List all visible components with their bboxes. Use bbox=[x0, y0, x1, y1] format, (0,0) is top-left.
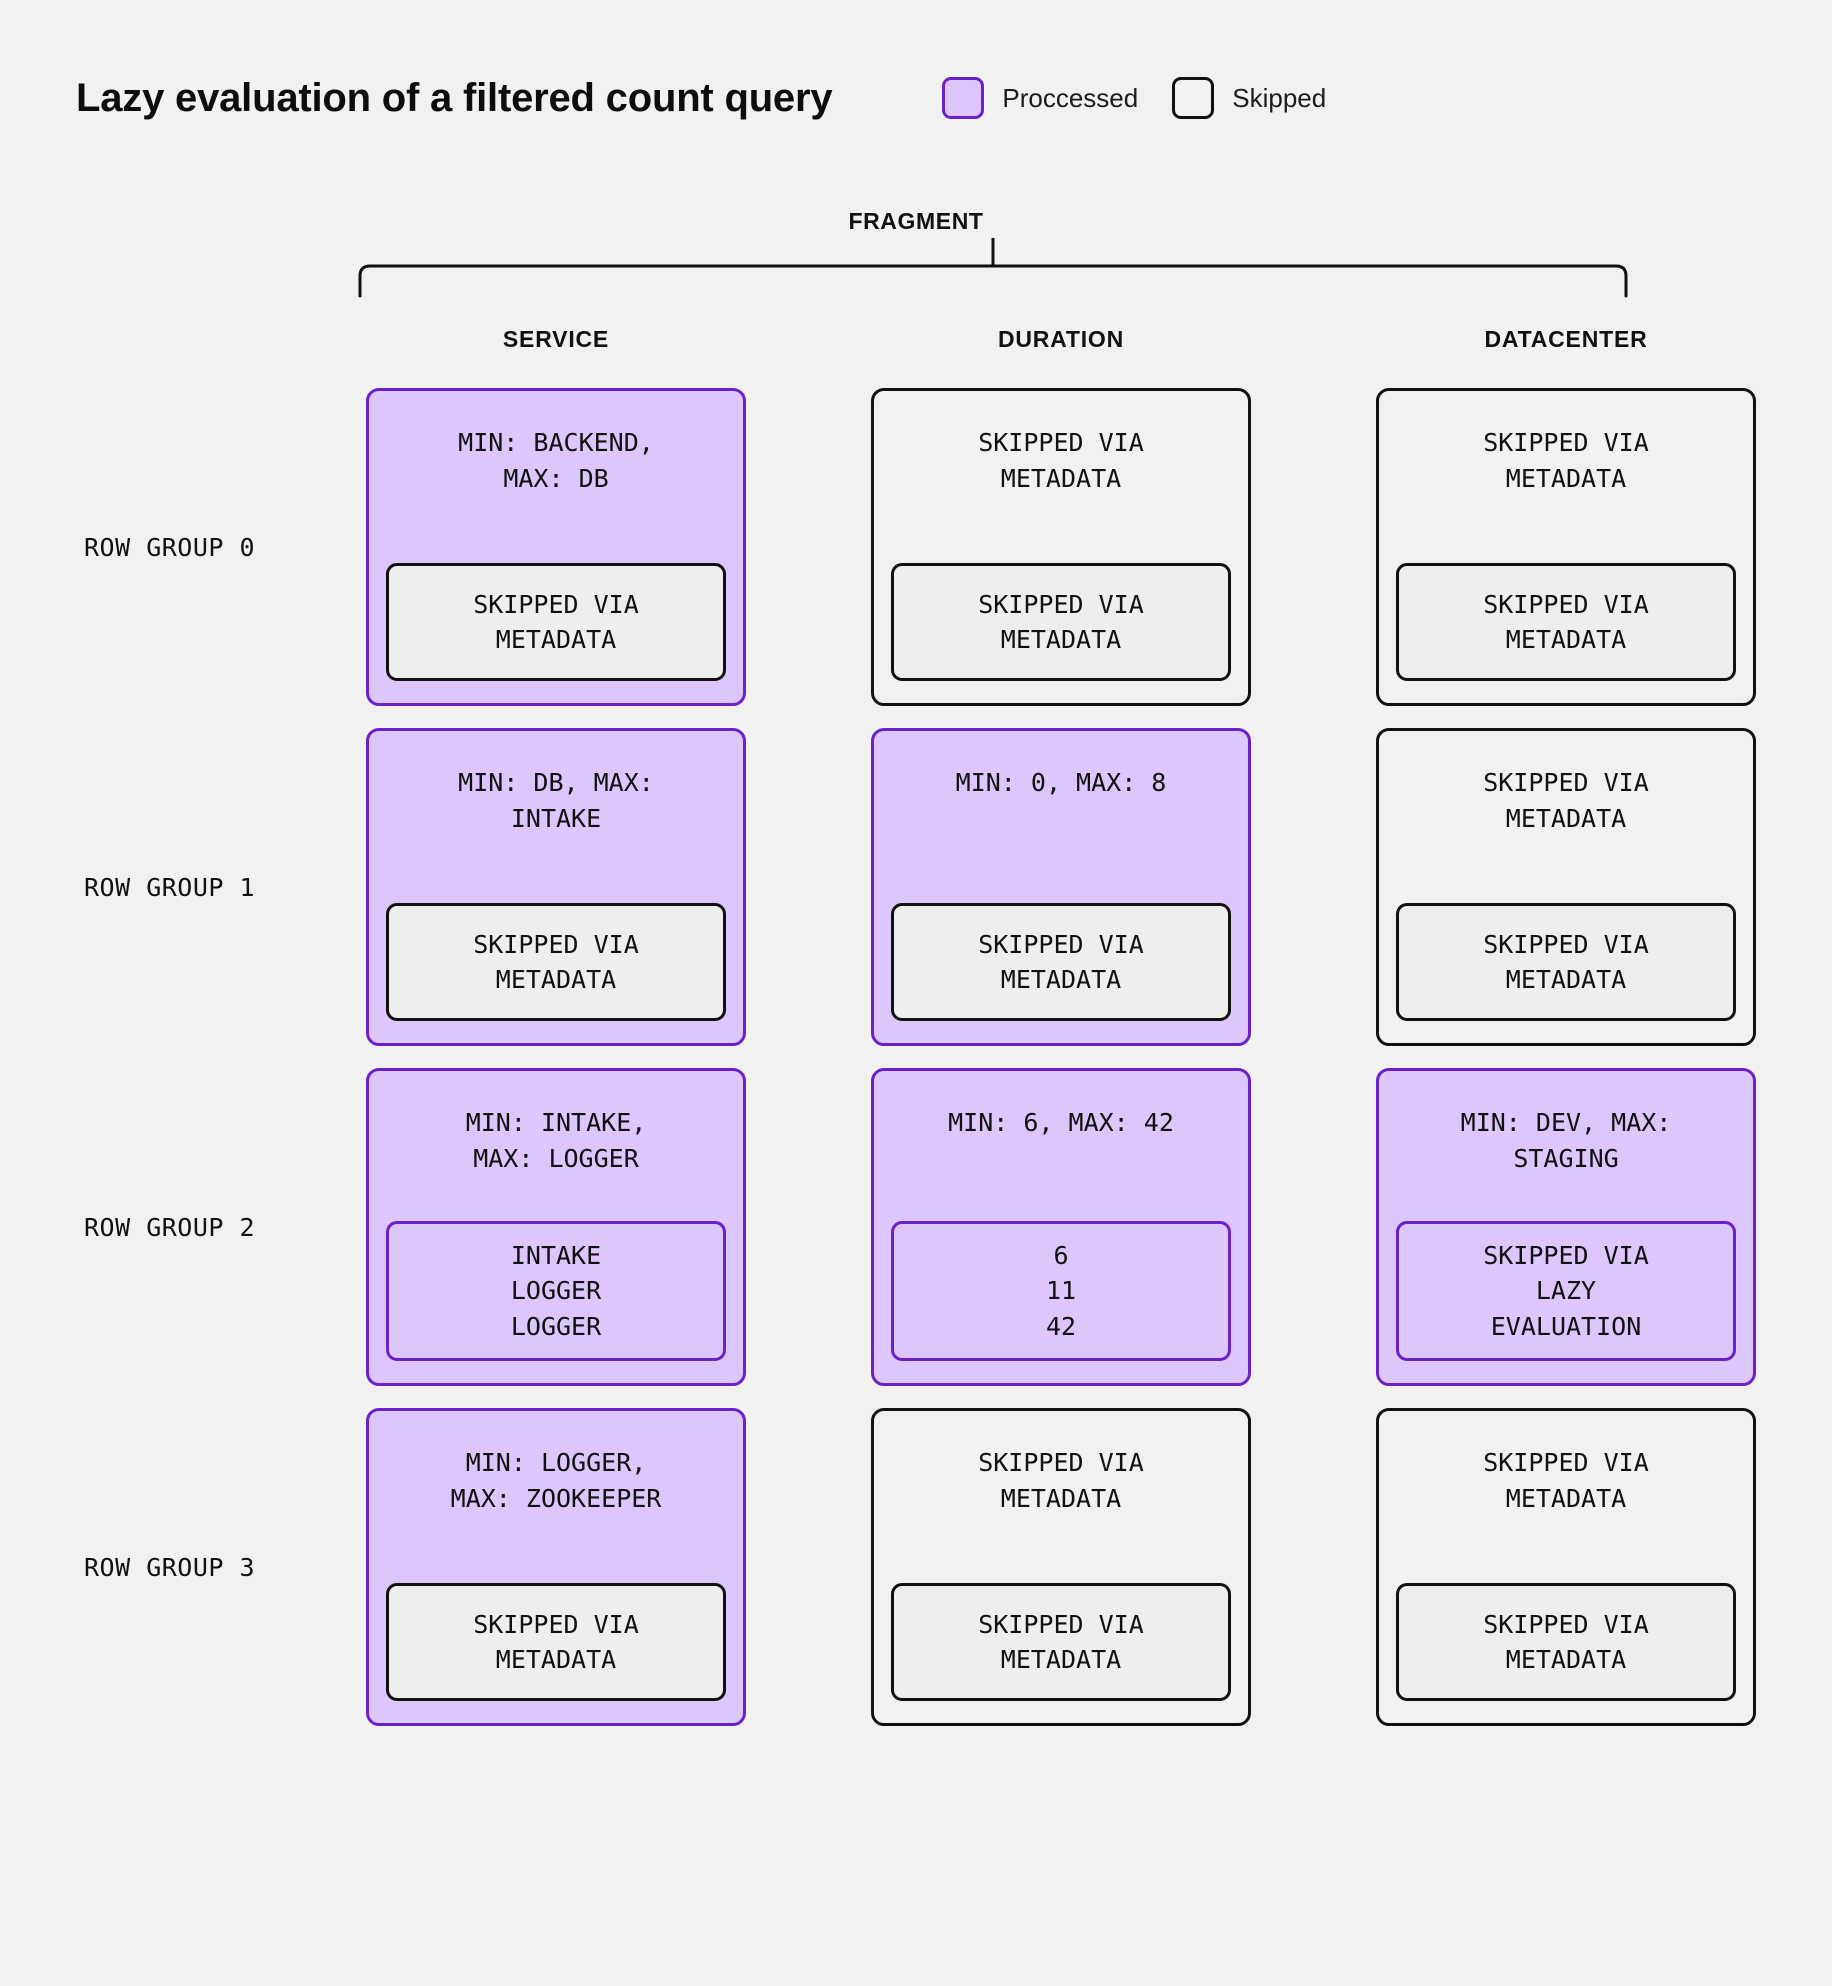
cell-inner-box[interactable]: SKIPPED VIA METADATA bbox=[386, 1583, 726, 1701]
cell-rowgroup2-datacenter[interactable]: MIN: DEV, MAX: STAGING SKIPPED VIA LAZY … bbox=[1376, 1068, 1756, 1386]
cell-inner-box[interactable]: SKIPPED VIA METADATA bbox=[891, 563, 1231, 681]
cell-stats: MIN: LOGGER, MAX: ZOOKEEPER bbox=[450, 1448, 662, 1513]
cell-stats: MIN: 0, MAX: 8 bbox=[955, 768, 1167, 797]
cell-inner-text: 6 11 42 bbox=[1045, 1240, 1077, 1341]
cell-stats: MIN: 6, MAX: 42 bbox=[948, 1108, 1174, 1137]
cell-rowgroup1-datacenter[interactable]: SKIPPED VIA METADATA SKIPPED VIA METADAT… bbox=[1376, 728, 1756, 1046]
cell-inner-box[interactable]: SKIPPED VIA METADATA bbox=[1396, 563, 1736, 681]
row-group-grid: SERVICE DURATION DATACENTER ROW GROUP 0 … bbox=[76, 312, 1756, 1726]
cell-rowgroup2-duration[interactable]: MIN: 6, MAX: 42 6 11 42 bbox=[871, 1068, 1251, 1386]
header: Lazy evaluation of a filtered count quer… bbox=[76, 68, 1756, 128]
legend-swatch-skipped-icon bbox=[1172, 77, 1215, 119]
cell-inner-box[interactable]: SKIPPED VIA LAZY EVALUATION bbox=[1396, 1220, 1736, 1361]
cell-inner-box[interactable]: SKIPPED VIA METADATA bbox=[386, 903, 726, 1021]
cell-inner-text: SKIPPED VIA METADATA bbox=[1483, 1609, 1649, 1675]
row-label-0: ROW GROUP 0 bbox=[84, 532, 256, 562]
cell-inner-text: INTAKE LOGGER LOGGER bbox=[510, 1240, 602, 1341]
cell-inner-box[interactable]: SKIPPED VIA METADATA bbox=[891, 1583, 1231, 1701]
legend-swatch-processed-icon bbox=[942, 77, 985, 119]
cell-stats: SKIPPED VIA METADATA bbox=[978, 1448, 1144, 1513]
table-row: ROW GROUP 0 MIN: BACKEND, MAX: DB SKIPPE… bbox=[76, 388, 1756, 706]
cell-rowgroup3-service[interactable]: MIN: LOGGER, MAX: ZOOKEEPER SKIPPED VIA … bbox=[366, 1408, 746, 1726]
gutter-1 bbox=[746, 1408, 871, 1726]
cell-rowgroup1-duration[interactable]: MIN: 0, MAX: 8 SKIPPED VIA METADATA bbox=[871, 728, 1251, 1046]
cell-inner-box[interactable]: SKIPPED VIA METADATA bbox=[891, 903, 1231, 1021]
gutter-2 bbox=[1251, 388, 1376, 706]
cell-stats: MIN: DB, MAX: INTAKE bbox=[458, 768, 654, 833]
legend-label-skipped: Skipped bbox=[1232, 82, 1327, 113]
cell-inner-box[interactable]: SKIPPED VIA METADATA bbox=[386, 563, 726, 681]
cell-stats: SKIPPED VIA METADATA bbox=[1483, 768, 1649, 833]
cell-rowgroup0-service[interactable]: MIN: BACKEND, MAX: DB SKIPPED VIA METADA… bbox=[366, 388, 746, 706]
cell-rowgroup0-duration[interactable]: SKIPPED VIA METADATA SKIPPED VIA METADAT… bbox=[871, 388, 1251, 706]
row-label-3: ROW GROUP 3 bbox=[84, 1552, 256, 1582]
fragment-label: FRAGMENT bbox=[848, 208, 984, 234]
cell-stats: MIN: INTAKE, MAX: LOGGER bbox=[465, 1108, 647, 1173]
fragment-bracket-icon bbox=[358, 238, 1628, 298]
legend-item-processed: Proccessed bbox=[942, 77, 1138, 119]
legend-label-processed: Proccessed bbox=[1002, 82, 1139, 113]
cell-inner-text: SKIPPED VIA METADATA bbox=[978, 589, 1144, 655]
table-row: ROW GROUP 1 MIN: DB, MAX: INTAKE SKIPPED… bbox=[76, 728, 1756, 1046]
table-row: ROW GROUP 3 MIN: LOGGER, MAX: ZOOKEEPER … bbox=[76, 1408, 1756, 1726]
cell-inner-text: SKIPPED VIA METADATA bbox=[978, 929, 1144, 995]
cell-inner-text: SKIPPED VIA METADATA bbox=[1483, 589, 1649, 655]
cell-inner-text: SKIPPED VIA METADATA bbox=[473, 929, 639, 995]
gutter-2 bbox=[1251, 1408, 1376, 1726]
cell-stats: SKIPPED VIA METADATA bbox=[1483, 1448, 1649, 1513]
gutter-1 bbox=[746, 1068, 871, 1386]
column-headers: SERVICE DURATION DATACENTER bbox=[76, 312, 1756, 366]
page-title: Lazy evaluation of a filtered count quer… bbox=[76, 75, 833, 120]
gutter-2 bbox=[1251, 728, 1376, 1046]
legend: Proccessed Skipped bbox=[942, 77, 1326, 119]
column-header-datacenter: DATACENTER bbox=[1484, 325, 1648, 352]
cell-rowgroup1-service[interactable]: MIN: DB, MAX: INTAKE SKIPPED VIA METADAT… bbox=[366, 728, 746, 1046]
cell-inner-box[interactable]: 6 11 42 bbox=[891, 1220, 1231, 1361]
cell-inner-text: SKIPPED VIA METADATA bbox=[473, 589, 639, 655]
table-row: ROW GROUP 2 MIN: INTAKE, MAX: LOGGER INT… bbox=[76, 1068, 1756, 1386]
cell-inner-text: SKIPPED VIA LAZY EVALUATION bbox=[1483, 1240, 1649, 1341]
cell-inner-box[interactable]: SKIPPED VIA METADATA bbox=[1396, 1583, 1736, 1701]
gutter-1 bbox=[746, 728, 871, 1046]
cell-stats: SKIPPED VIA METADATA bbox=[1483, 428, 1649, 493]
cell-inner-text: SKIPPED VIA METADATA bbox=[978, 1609, 1144, 1675]
legend-item-skipped: Skipped bbox=[1172, 77, 1326, 119]
row-label-1: ROW GROUP 1 bbox=[84, 872, 256, 902]
cell-inner-box[interactable]: SKIPPED VIA METADATA bbox=[1396, 903, 1736, 1021]
row-label-2: ROW GROUP 2 bbox=[84, 1212, 256, 1242]
cell-rowgroup0-datacenter[interactable]: SKIPPED VIA METADATA SKIPPED VIA METADAT… bbox=[1376, 388, 1756, 706]
column-header-duration: DURATION bbox=[997, 325, 1125, 352]
cell-rowgroup2-service[interactable]: MIN: INTAKE, MAX: LOGGER INTAKE LOGGER L… bbox=[366, 1068, 746, 1386]
cell-rowgroup3-datacenter[interactable]: SKIPPED VIA METADATA SKIPPED VIA METADAT… bbox=[1376, 1408, 1756, 1726]
cell-rowgroup3-duration[interactable]: SKIPPED VIA METADATA SKIPPED VIA METADAT… bbox=[871, 1408, 1251, 1726]
cell-inner-text: SKIPPED VIA METADATA bbox=[473, 1609, 639, 1675]
gutter-2 bbox=[1251, 1068, 1376, 1386]
cell-stats: MIN: BACKEND, MAX: DB bbox=[458, 428, 654, 493]
gutter-1 bbox=[746, 388, 871, 706]
cell-stats: MIN: DEV, MAX: STAGING bbox=[1460, 1108, 1672, 1173]
cell-stats: SKIPPED VIA METADATA bbox=[978, 428, 1144, 493]
cell-inner-text: SKIPPED VIA METADATA bbox=[1483, 929, 1649, 995]
column-header-service: SERVICE bbox=[502, 325, 610, 352]
cell-inner-box[interactable]: INTAKE LOGGER LOGGER bbox=[386, 1220, 726, 1361]
